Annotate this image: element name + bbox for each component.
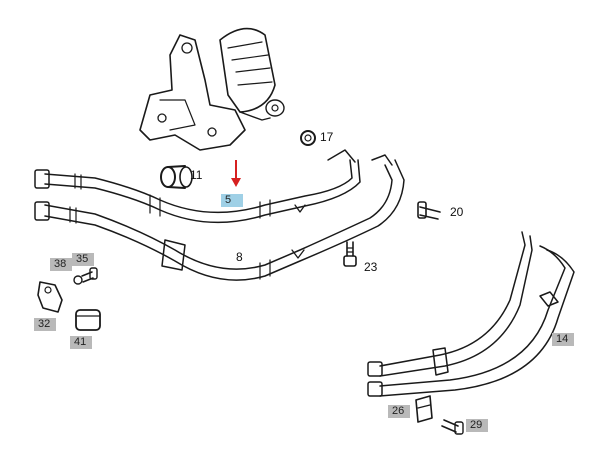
part-label-35[interactable]: 35 [72,253,94,266]
bracket-icon [415,395,433,423]
part-label-26[interactable]: 26 [388,405,410,418]
clamp-block-icon [75,309,101,331]
bolt-icon [81,267,98,283]
hose-line-14 [367,231,575,397]
bolt-icon [417,201,441,220]
part-label-14[interactable]: 14 [552,333,574,346]
bolt-icon [343,241,357,267]
part-label-32[interactable]: 32 [34,318,56,331]
part-label-29[interactable]: 29 [466,419,488,432]
part-label-8[interactable]: 8 [236,250,243,264]
part-label-23[interactable]: 23 [364,260,378,274]
pump-bracket-assembly [139,27,285,151]
sleeve-icon [160,165,193,189]
washer-icon [73,275,83,285]
bolt-icon [441,419,464,435]
part-label-38[interactable]: 38 [50,258,72,271]
part-label-11[interactable]: 11 [190,168,203,182]
part-label-5[interactable]: 5 [221,194,243,207]
part-label-41[interactable]: 41 [70,336,92,349]
part-label-20[interactable]: 20 [450,205,464,219]
hose-line-5 [34,149,361,224]
ring-seal-icon [300,130,316,146]
part-label-17[interactable]: 17 [320,130,334,144]
pointer-arrow-icon [231,160,241,187]
hose-line-8 [34,154,405,281]
bracket-icon [37,281,63,313]
